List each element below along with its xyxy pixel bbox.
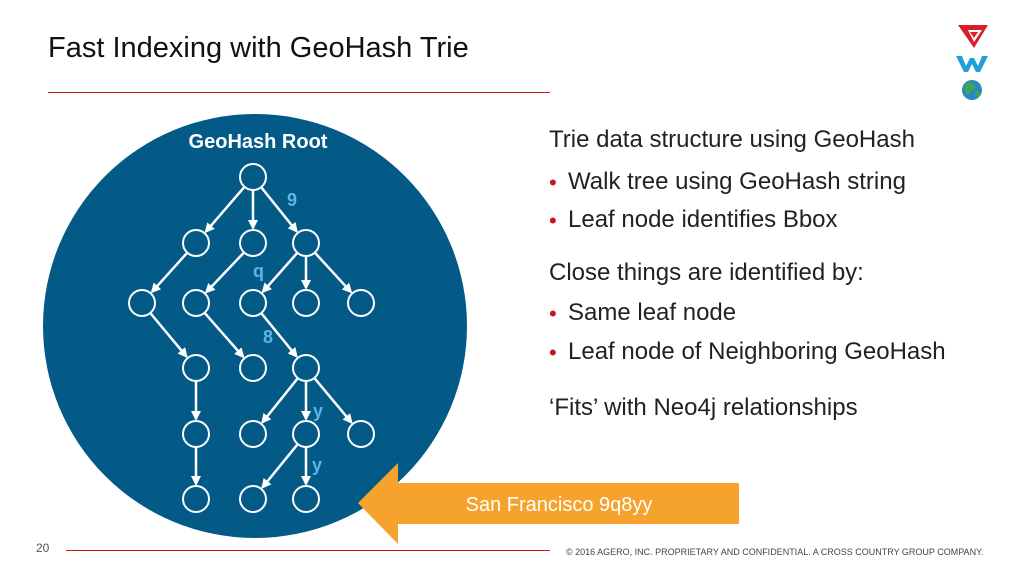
footer-divider bbox=[66, 550, 550, 551]
trie-edge-c-h bbox=[313, 251, 353, 294]
trie-edge-root-c bbox=[260, 186, 298, 233]
edge-labels: 9 q 8 y y bbox=[253, 190, 323, 475]
trie-node-k bbox=[292, 354, 320, 382]
trie-node-g bbox=[292, 289, 320, 317]
trie-node-m bbox=[239, 420, 267, 448]
trie-edge-root-a bbox=[204, 186, 246, 234]
trie-node-f bbox=[239, 289, 267, 317]
trie-edge-a-d bbox=[150, 251, 189, 294]
trie-node-o bbox=[347, 420, 375, 448]
title-divider bbox=[48, 92, 550, 93]
bullet-dot: • bbox=[549, 208, 557, 233]
trie-node-e bbox=[182, 289, 210, 317]
trie-edge-b-e bbox=[204, 251, 245, 294]
heading-trie-structure: Trie data structure using GeoHash bbox=[549, 126, 915, 153]
bullet-dot: • bbox=[549, 301, 557, 326]
callout-label: San Francisco 9q8yy bbox=[466, 494, 653, 516]
closing-neo4j: ‘Fits’ with Neo4j relationships bbox=[549, 394, 858, 421]
trie-root-node bbox=[239, 163, 267, 191]
geohash-root-label: GeoHash Root bbox=[189, 131, 328, 153]
edge-label-8: 8 bbox=[263, 327, 273, 347]
callout-arrow: San Francisco 9q8yy bbox=[358, 463, 739, 544]
trie-edge-n-q bbox=[261, 443, 299, 489]
edge-label-y-first: y bbox=[313, 401, 323, 421]
trie-edge-f-k bbox=[260, 312, 298, 358]
trie-edges bbox=[149, 186, 353, 489]
bullet-dot: • bbox=[549, 170, 557, 195]
trie-nodes bbox=[128, 163, 375, 513]
footer-copyright: © 2016 AGERO, INC. PROPRIETARY AND CONFI… bbox=[566, 547, 984, 557]
bullet-dot: • bbox=[549, 340, 557, 365]
edge-label-9: 9 bbox=[287, 190, 297, 210]
slide-title: Fast Indexing with GeoHash Trie bbox=[48, 32, 469, 64]
trie-background-circle bbox=[43, 114, 467, 538]
trie-node-p bbox=[182, 485, 210, 513]
red-triangle-logo bbox=[958, 25, 988, 48]
trie-node-h bbox=[347, 289, 375, 317]
trie-node-b bbox=[239, 229, 267, 257]
trie-edge-d-i bbox=[149, 312, 188, 359]
trie-node-d bbox=[128, 289, 156, 317]
trie-edge-e-j bbox=[203, 311, 245, 359]
trie-node-i bbox=[182, 354, 210, 382]
page-number: 20 bbox=[36, 541, 50, 555]
trie-node-n bbox=[292, 420, 320, 448]
trie-edge-k-m bbox=[261, 377, 299, 424]
trie-node-l bbox=[182, 420, 210, 448]
trie-edge-k-o bbox=[313, 377, 353, 425]
edge-label-y-second: y bbox=[312, 455, 322, 475]
trie-node-c bbox=[292, 229, 320, 257]
heading-close-things: Close things are identified by: bbox=[549, 259, 864, 286]
edge-label-q: q bbox=[253, 261, 264, 281]
trie-node-a bbox=[182, 229, 210, 257]
trie-node-r bbox=[292, 485, 320, 513]
logo-stack bbox=[950, 20, 994, 110]
trie-edge-c-f bbox=[261, 251, 299, 294]
trie-node-j bbox=[239, 354, 267, 382]
blue-w-logo bbox=[956, 56, 988, 72]
trie-node-q bbox=[239, 485, 267, 513]
globe-logo bbox=[962, 80, 982, 100]
